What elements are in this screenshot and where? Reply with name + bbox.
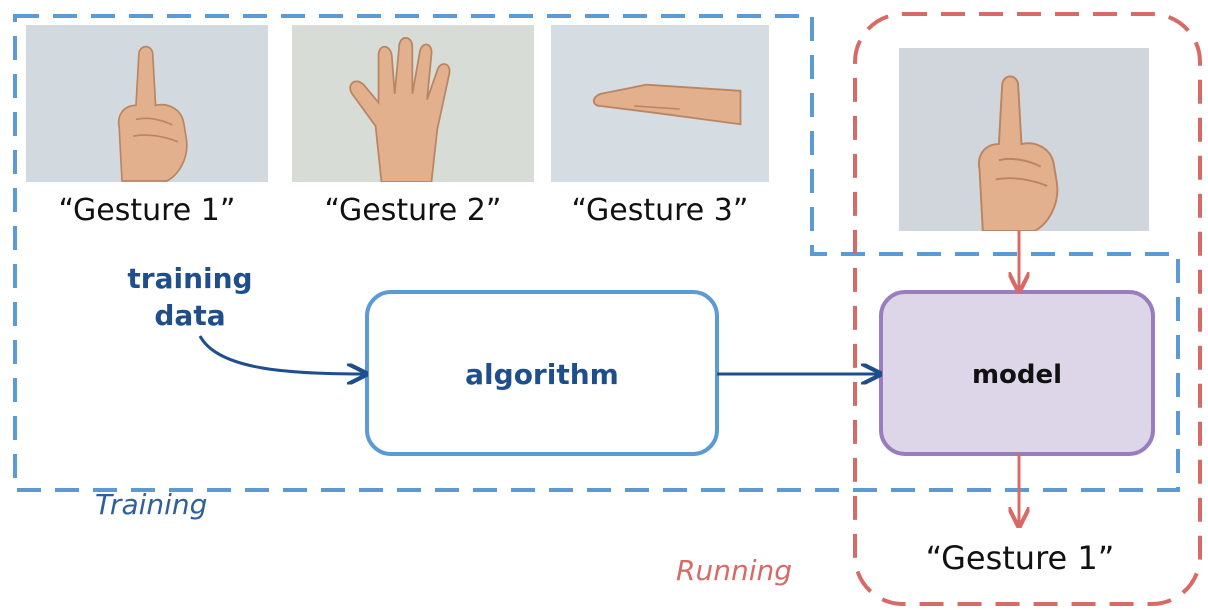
gesture-3-caption: “Gesture 3” [571,193,749,228]
training-data-arrow [198,335,364,374]
running-input-photo [899,48,1149,231]
gesture-1-caption: “Gesture 1” [58,193,236,228]
gesture-2-photo [292,25,534,182]
algorithm-label: algorithm [465,358,619,391]
output-label: “Gesture 1” [925,539,1115,577]
training-data-label-line1: training [127,262,253,295]
gesture-1-photo [26,25,268,182]
model-label: model [971,360,1063,390]
gesture-3-photo [551,25,769,182]
running-region-border [853,12,1202,606]
training-region-label: Training [95,488,208,521]
gesture-2-caption: “Gesture 2” [324,193,502,228]
running-region-label: Running [676,554,792,587]
training-data-label-line2: data [154,299,226,332]
